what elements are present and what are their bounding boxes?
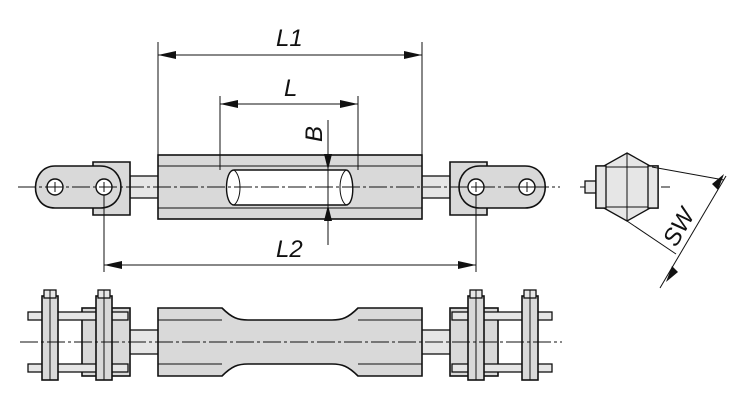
window-slot [225, 169, 354, 206]
label-L1: L1 [276, 25, 303, 52]
front-view [18, 154, 560, 220]
end-view: SW [580, 152, 727, 289]
top-view [20, 289, 562, 381]
dimensions: L1 L B L2 [103, 25, 477, 272]
label-L2: L2 [276, 236, 303, 263]
label-B: B [301, 126, 328, 142]
label-L: L [284, 75, 297, 102]
right-chain-link [458, 165, 547, 209]
label-SW: SW [658, 202, 702, 251]
